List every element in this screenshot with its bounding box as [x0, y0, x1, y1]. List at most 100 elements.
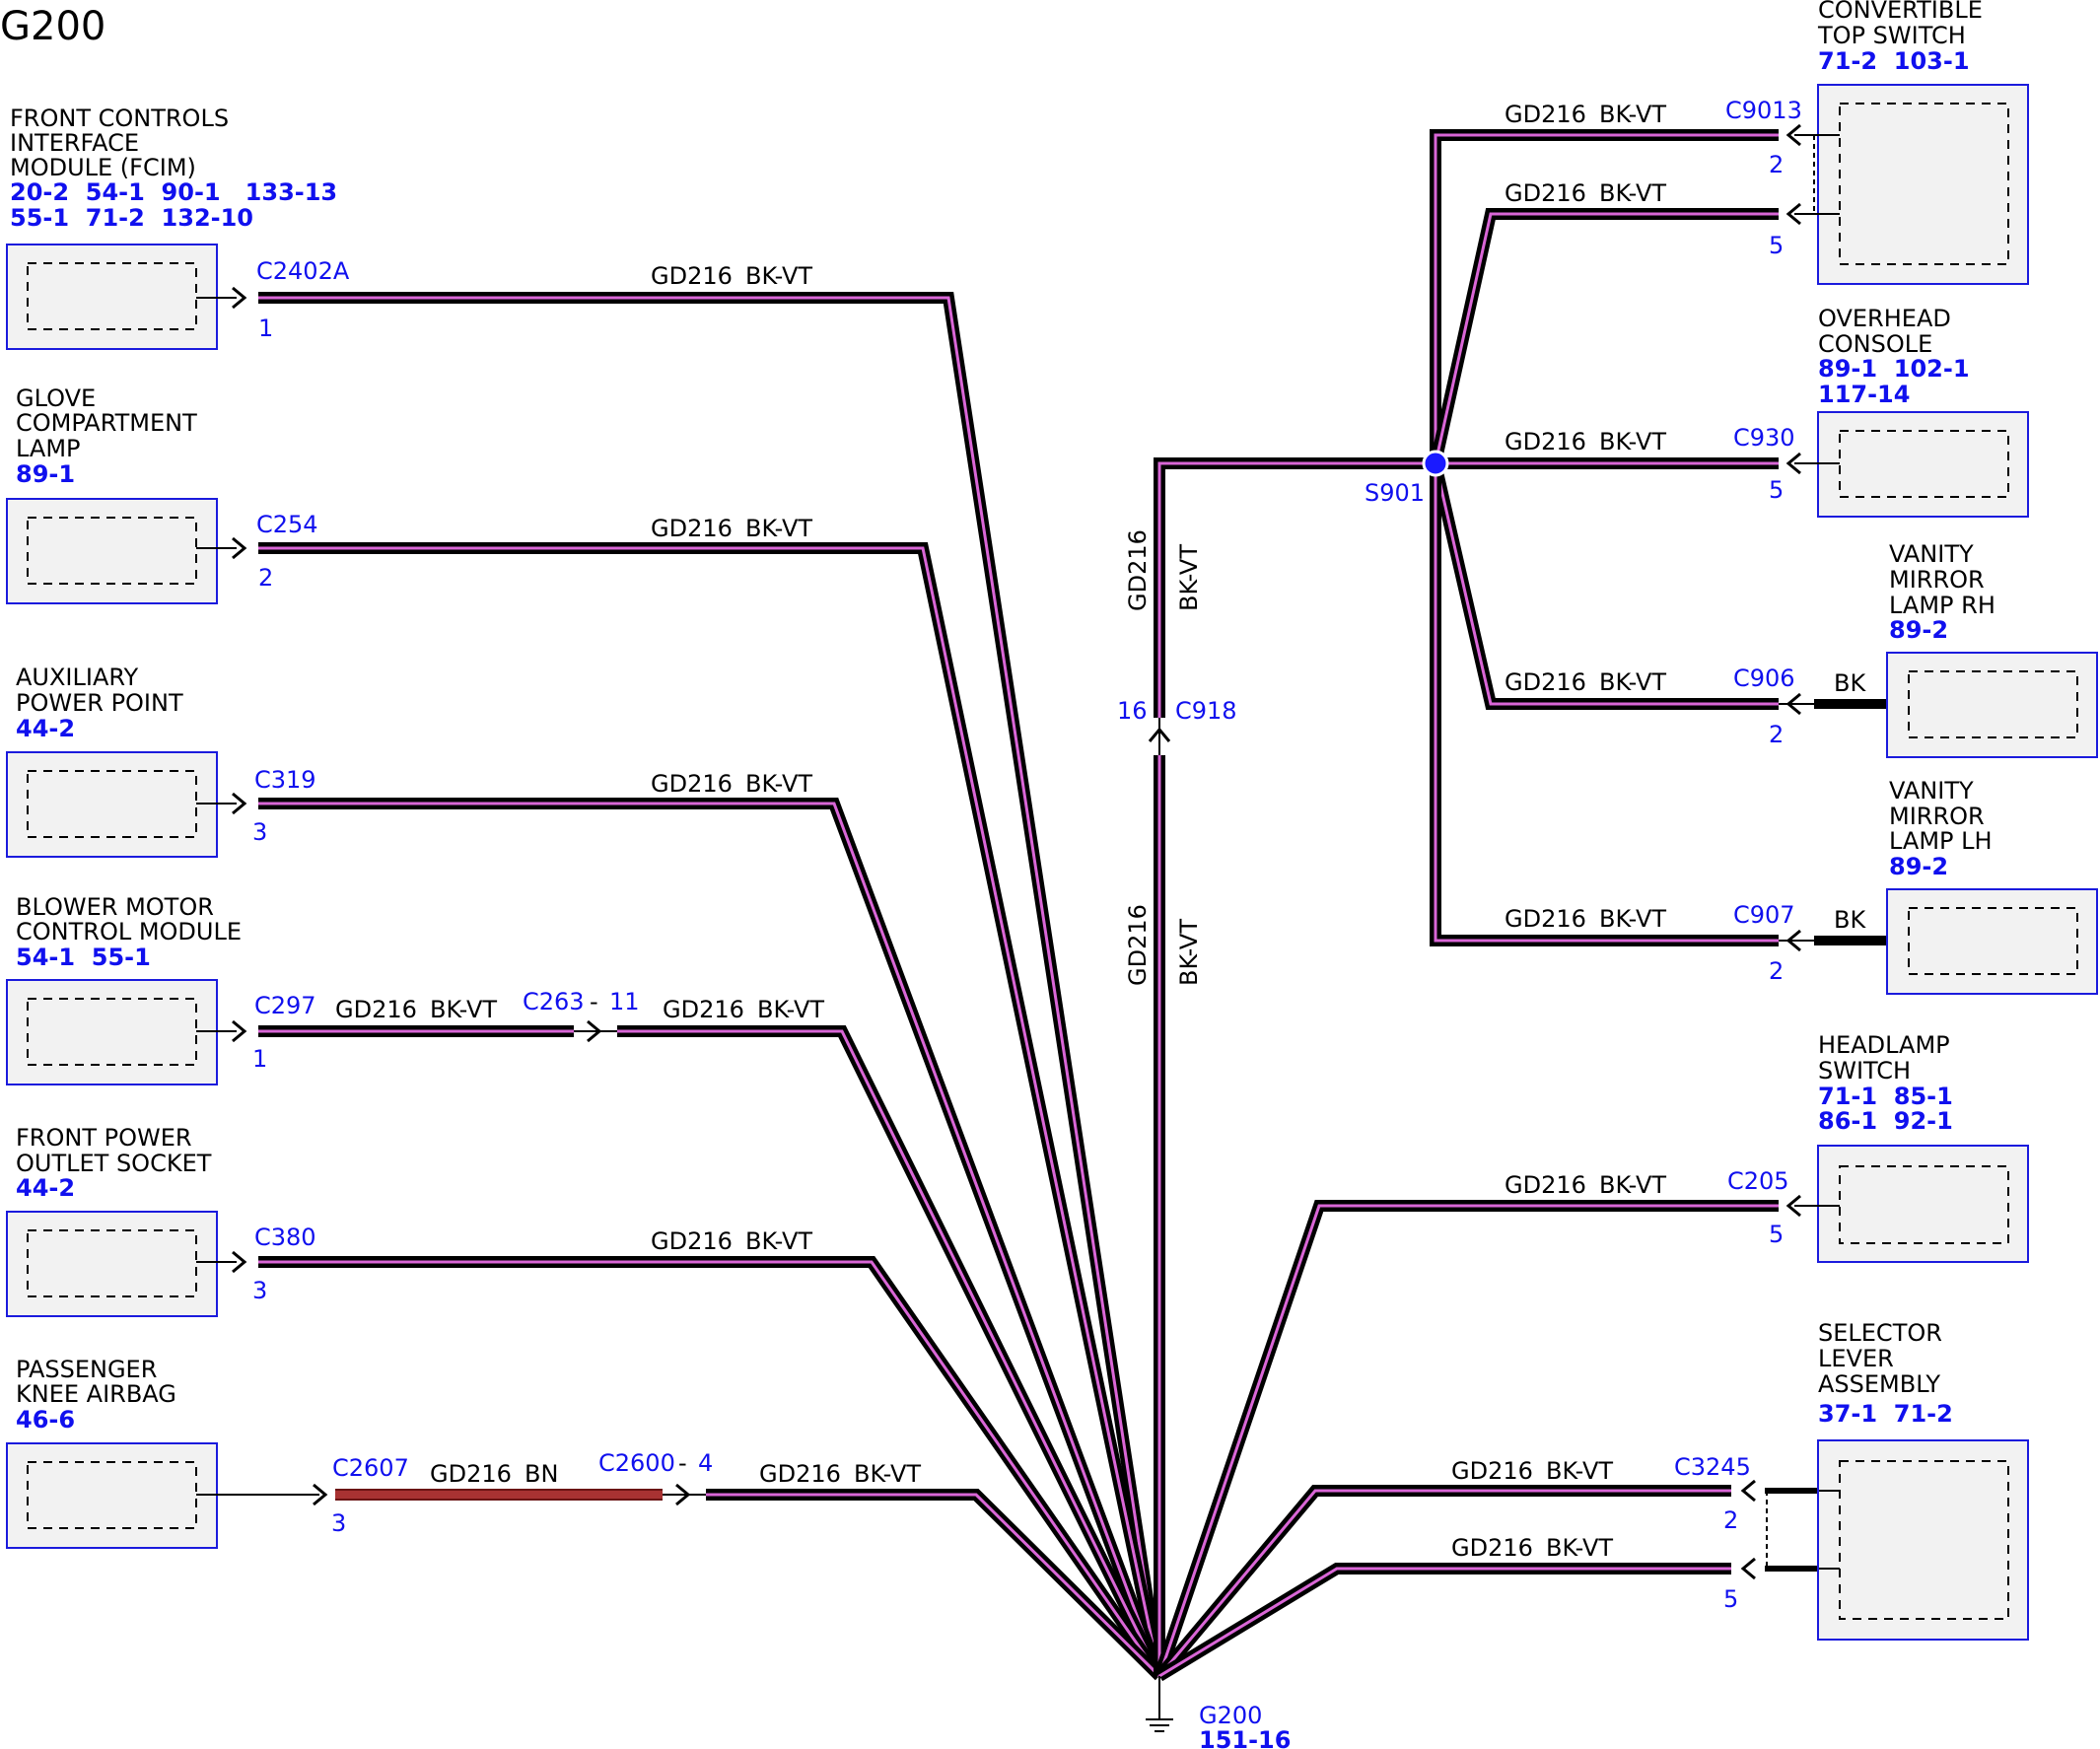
wire-vanity-rh[interactable]: [1430, 461, 1779, 710]
component-aux-power-point[interactable]: AUXILIARY POWER POINT 44-2 C319 3 GD216 …: [6, 664, 812, 858]
blower-box-inner: [27, 998, 197, 1066]
harness-wires: [258, 129, 1887, 1682]
vanity-rh-box[interactable]: [1886, 652, 2098, 758]
selector-refs[interactable]: 37-1 71-2: [1818, 1400, 1953, 1428]
front-outlet-connector-arrow: [232, 1250, 247, 1274]
wire-knee-airbag[interactable]: [706, 1489, 1164, 1681]
selector-connector[interactable]: C3245: [1674, 1453, 1751, 1481]
wire-blower-b[interactable]: [617, 1025, 1165, 1679]
overhead-connector[interactable]: C930: [1733, 424, 1795, 452]
headlamp-connector[interactable]: C205: [1727, 1167, 1789, 1195]
fcim-box[interactable]: [6, 244, 218, 350]
splice-s901[interactable]: S901: [1365, 450, 1449, 507]
front-outlet-refs[interactable]: 44-2: [16, 1174, 75, 1202]
front-outlet-pin: 3: [252, 1277, 267, 1304]
component-convertible-top-switch[interactable]: CONVERTIBLE TOP SWITCH 71-2 103-1 C9013 …: [1505, 0, 2029, 285]
wire-glove[interactable]: [258, 542, 1165, 1678]
wire-conv-top-2[interactable]: [1430, 129, 1779, 463]
knee-airbag-box[interactable]: [6, 1442, 218, 1549]
splice-label[interactable]: S901: [1365, 479, 1425, 507]
vanity-rh-connector[interactable]: C906: [1733, 665, 1795, 692]
knee-airbag-connector[interactable]: C2607: [332, 1454, 409, 1482]
front-outlet-box[interactable]: [6, 1211, 218, 1317]
fcim-connector[interactable]: C2402A: [256, 257, 350, 285]
blower-name-line2: CONTROL MODULE: [16, 918, 242, 945]
wire-selector-5[interactable]: [1155, 1563, 1731, 1682]
component-glove-lamp[interactable]: GLOVE COMPARTMENT LAMP 89-1 C254 2 GD216…: [6, 385, 812, 604]
inline-connector-c918[interactable]: 16 C918: [1117, 697, 1237, 755]
glove-name-line1: GLOVE: [16, 385, 96, 412]
vanity-lh-box[interactable]: [1886, 888, 2098, 995]
component-overhead-console[interactable]: OVERHEAD CONSOLE 89-1 102-1 117-14 C930 …: [1505, 305, 2029, 518]
ground-ref[interactable]: 151-16: [1199, 1726, 1291, 1749]
headlamp-refs-line2[interactable]: 86-1 92-1: [1818, 1107, 1953, 1135]
c918-label[interactable]: C918: [1175, 697, 1237, 725]
fcim-refs-line1[interactable]: 20-2 54-1 90-1 133-13: [10, 178, 337, 206]
page-title: G200: [0, 4, 105, 49]
vanity-rh-wire-circuit: GD216: [1505, 668, 1586, 696]
wire-aux[interactable]: [258, 798, 1165, 1679]
conv-top-box[interactable]: [1817, 84, 2029, 285]
blower-connector[interactable]: C297: [254, 992, 316, 1019]
knee-airbag-wire-color: BK-VT: [854, 1460, 921, 1488]
blower-box[interactable]: [6, 979, 218, 1085]
conv-top-arrow-2: [1785, 123, 1801, 147]
vanity-lh-box-inner: [1908, 907, 2078, 975]
blower-refs[interactable]: 54-1 55-1: [16, 944, 151, 971]
component-front-power-outlet[interactable]: FRONT POWER OUTLET SOCKET 44-2 C380 3 GD…: [6, 1124, 812, 1317]
component-blower-motor[interactable]: BLOWER MOTOR CONTROL MODULE 54-1 55-1 C2…: [6, 893, 824, 1085]
headlamp-box[interactable]: [1817, 1145, 2029, 1263]
component-headlamp-switch[interactable]: HEADLAMP SWITCH 71-1 85-1 86-1 92-1 C205…: [1505, 1031, 2029, 1263]
selector-box[interactable]: [1817, 1439, 2029, 1641]
wire-conv-top-5[interactable]: [1430, 208, 1779, 465]
knee-airbag-inline-dash: -: [678, 1449, 687, 1477]
component-knee-airbag[interactable]: PASSENGER KNEE AIRBAG 46-6 C2607 3 GD216…: [6, 1356, 921, 1549]
component-vanity-mirror-rh[interactable]: VANITY MIRROR LAMP RH 89-2 C906 2 BK GD2…: [1505, 540, 2098, 758]
conv-top-pin-2: 2: [1769, 151, 1784, 178]
fcim-wire-color: BK-VT: [745, 262, 812, 290]
vanity-lh-refs[interactable]: 89-2: [1889, 853, 1948, 880]
conv-top-refs[interactable]: 71-2 103-1: [1818, 47, 1970, 75]
wire-fcim[interactable]: [258, 292, 1165, 1677]
vanity-lh-wire-circuit: GD216: [1505, 905, 1586, 933]
overhead-name-line2: CONSOLE: [1818, 330, 1932, 358]
aux-name-line1: AUXILIARY: [16, 664, 139, 691]
front-outlet-connector[interactable]: C380: [254, 1224, 316, 1251]
overhead-refs-line1[interactable]: 89-1 102-1: [1818, 355, 1970, 383]
splice-dot[interactable]: [1422, 450, 1449, 477]
glove-connector[interactable]: C254: [256, 511, 318, 538]
wire-trunk-upper[interactable]: [1154, 457, 1435, 718]
knee-airbag-inline-connector[interactable]: C2600: [598, 1449, 675, 1477]
component-fcim[interactable]: FRONT CONTROLS INTERFACE MODULE (FCIM) 2…: [6, 105, 812, 350]
aux-refs[interactable]: 44-2: [16, 715, 75, 742]
knee-airbag-refs[interactable]: 46-6: [16, 1406, 75, 1434]
overhead-wire-color: BK-VT: [1599, 428, 1666, 455]
wire-vanity-lh[interactable]: [1430, 463, 1779, 946]
aux-box[interactable]: [6, 751, 218, 858]
conv-top-connector[interactable]: C9013: [1725, 97, 1802, 124]
headlamp-wire-color: BK-VT: [1599, 1171, 1666, 1199]
component-selector-lever[interactable]: SELECTOR LEVER ASSEMBLY 37-1 71-2 C3245 …: [1451, 1319, 2029, 1641]
wire-headlamp[interactable]: [1154, 1200, 1779, 1678]
aux-connector[interactable]: C319: [254, 766, 316, 794]
overhead-box[interactable]: [1817, 411, 2029, 518]
overhead-box-inner: [1839, 430, 2009, 498]
selector-pin-2: 2: [1723, 1506, 1738, 1534]
conv-top-wire-color-5: BK-VT: [1599, 179, 1666, 207]
blower-inline-pin: 11: [609, 988, 640, 1015]
glove-refs[interactable]: 89-1: [16, 460, 75, 488]
fcim-refs-line2[interactable]: 55-1 71-2 132-10: [10, 204, 253, 232]
blower-inline-connector[interactable]: C263: [523, 988, 585, 1015]
glove-connector-arrow: [232, 536, 247, 560]
ground-label[interactable]: G200: [1199, 1702, 1262, 1729]
ground-g200[interactable]: G200 151-16: [1146, 1676, 1291, 1749]
wire-front-outlet[interactable]: [258, 1256, 1164, 1680]
wire-selector-2[interactable]: [1155, 1485, 1731, 1680]
headlamp-refs-line1[interactable]: 71-1 85-1: [1818, 1083, 1953, 1110]
vanity-rh-refs[interactable]: 89-2: [1889, 616, 1948, 644]
overhead-refs-line2[interactable]: 117-14: [1818, 381, 1910, 408]
front-outlet-wire-circuit: GD216: [651, 1227, 733, 1255]
component-vanity-mirror-lh[interactable]: VANITY MIRROR LAMP LH 89-2 C907 2 BK GD2…: [1505, 777, 2098, 995]
glove-box[interactable]: [6, 498, 218, 604]
vanity-lh-connector[interactable]: C907: [1733, 901, 1795, 929]
